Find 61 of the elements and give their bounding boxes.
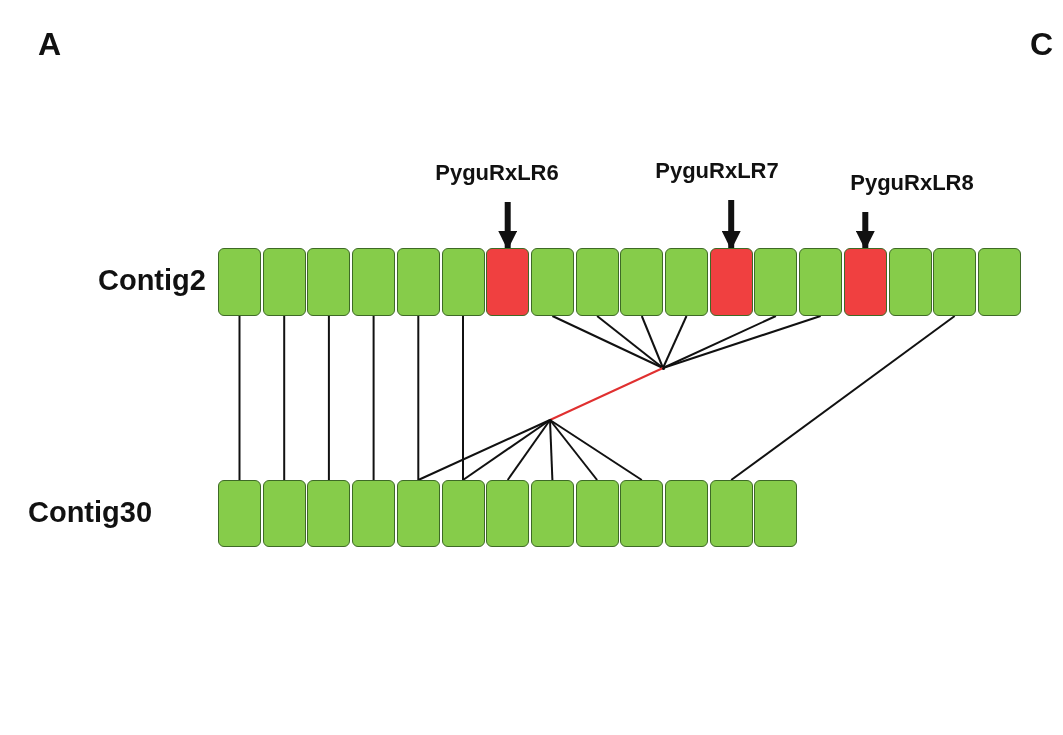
connector-line <box>662 315 822 369</box>
gene-block <box>352 480 396 547</box>
gene-block <box>307 248 351 316</box>
gene-block <box>620 480 664 547</box>
gene-block <box>218 248 261 316</box>
connector-line <box>462 419 551 481</box>
arrow <box>721 200 741 250</box>
connector-line <box>549 419 554 481</box>
gene-block <box>352 248 396 316</box>
connector-line <box>551 315 664 369</box>
gene-block <box>530 248 574 316</box>
row-label: Contig2 <box>98 264 206 297</box>
arrow <box>498 202 518 250</box>
connector-line <box>662 315 688 369</box>
gene-block <box>441 248 485 316</box>
connector-line <box>549 419 643 481</box>
connector-line <box>549 419 599 481</box>
gene-label: PyguRxLR8 <box>850 170 974 196</box>
gene-block <box>486 480 530 547</box>
gene-block <box>709 248 753 316</box>
panel-letter: C <box>1030 26 1054 63</box>
panel-letter: A <box>38 26 62 63</box>
connector-line <box>506 419 551 481</box>
gene-label: PyguRxLR7 <box>655 158 779 184</box>
gene-block <box>754 248 798 316</box>
connector-line <box>238 315 241 481</box>
gene-label: PyguRxLR6 <box>435 160 559 186</box>
gene-block <box>262 480 306 547</box>
connector-line <box>327 315 330 481</box>
junction-dot <box>661 366 665 370</box>
connector-line <box>372 315 375 481</box>
row-label: Contig30 <box>28 496 153 529</box>
junction-dot <box>548 418 552 422</box>
gene-block <box>620 248 664 316</box>
gene-block <box>843 248 887 316</box>
gene-block <box>307 480 351 547</box>
gene-block <box>977 248 1021 316</box>
gene-block <box>665 480 708 547</box>
gene-block <box>799 248 843 316</box>
gene-block <box>218 480 261 547</box>
gene-block <box>754 480 798 547</box>
gene-block <box>933 248 977 316</box>
gene-block <box>486 248 530 316</box>
connector-line <box>730 315 956 481</box>
gene-block <box>709 480 753 547</box>
connector-line <box>417 315 420 481</box>
arrow <box>855 212 875 250</box>
gene-block <box>396 248 440 316</box>
connector-line <box>640 315 664 369</box>
gene-block <box>262 248 306 316</box>
gene-block <box>575 248 619 316</box>
connector-line <box>549 367 664 421</box>
gene-block <box>441 480 485 547</box>
gene-block <box>888 248 932 316</box>
gene-block <box>665 248 708 316</box>
gene-block <box>530 480 574 547</box>
connector-line <box>462 315 464 481</box>
gene-block <box>575 480 619 547</box>
gene-block <box>396 480 440 547</box>
connector-line <box>283 315 286 481</box>
connector-line <box>596 315 664 369</box>
